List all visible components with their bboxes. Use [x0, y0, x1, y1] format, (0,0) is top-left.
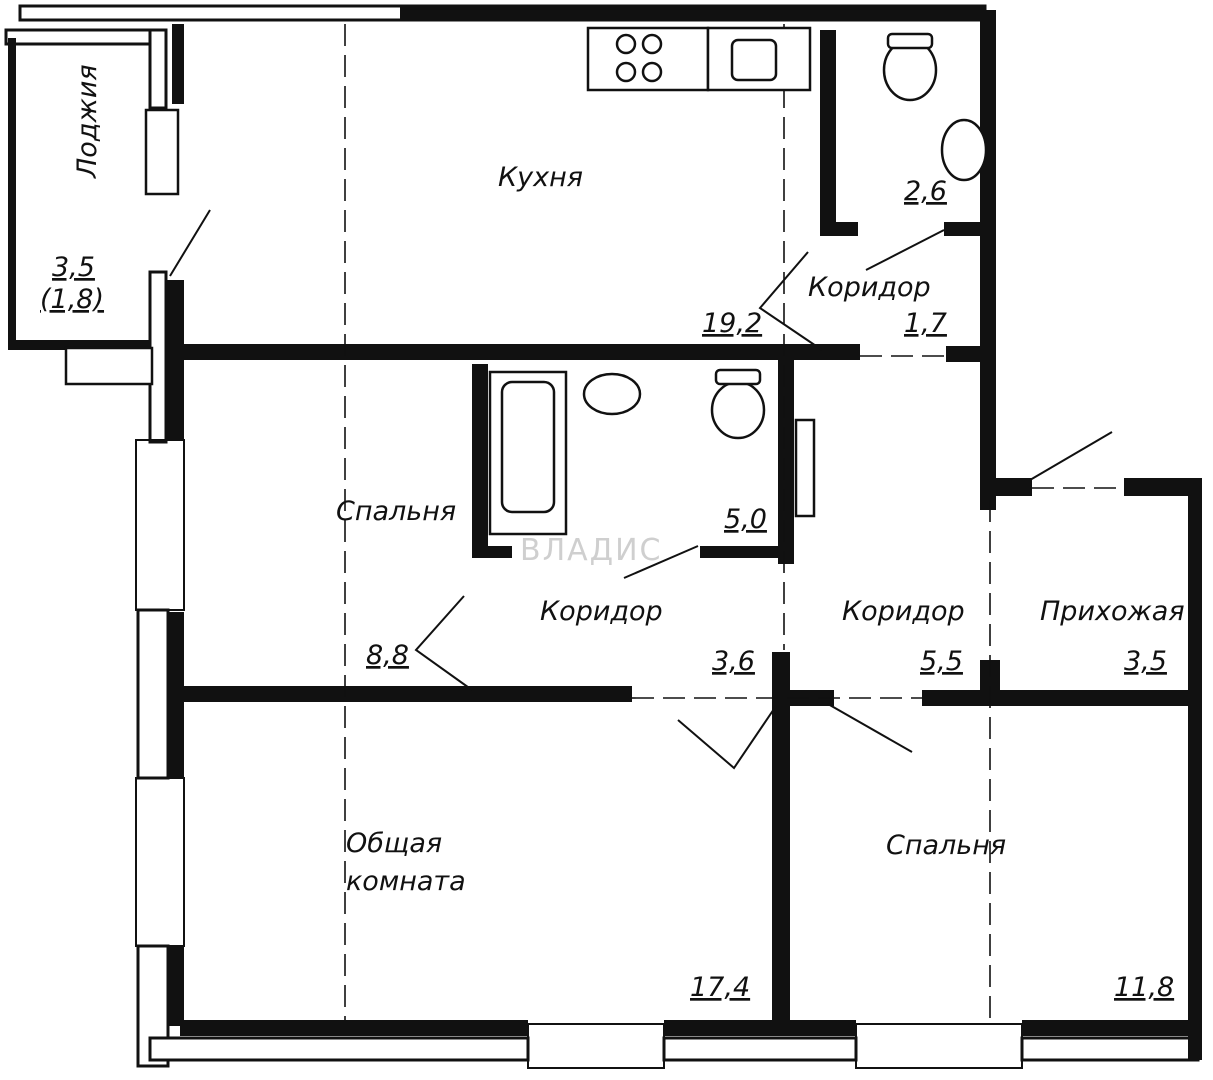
burner-icon [615, 61, 637, 83]
left-wall-segment-mid-inner [168, 612, 184, 778]
kitchen-name: Кухня [498, 162, 583, 193]
door-living [677, 705, 777, 770]
door-bedroom2 [827, 703, 913, 753]
door-entry [1029, 431, 1113, 481]
bathroom-area: 5,0 [724, 504, 767, 535]
bath-toilet-icon [710, 380, 766, 440]
door-bathroom [623, 545, 699, 579]
bedroom1-area: 8,8 [366, 640, 409, 671]
living-area: 17,4 [690, 972, 750, 1003]
burner-icon [615, 33, 637, 55]
kitchen-bottom-wall [184, 344, 860, 360]
loggia-top-wall [4, 28, 168, 46]
bedroom1-name: Спальня [336, 496, 456, 527]
bottom-wall-right-inner [1022, 1020, 1198, 1036]
bottom-window-right [855, 1023, 1023, 1069]
wc-bottom-wall-left [820, 222, 858, 236]
right-lower-exterior-wall [1188, 486, 1202, 1060]
living-top-wall [184, 686, 632, 702]
kitchen-left-wall-bottom [166, 280, 184, 440]
bedroom2-top-wall [922, 690, 1190, 706]
bedroom2-stub [980, 660, 1000, 704]
corridor1-area: 1,7 [904, 308, 947, 339]
bottom-wall-left-inner [180, 1020, 528, 1036]
kitchen-area: 19,2 [702, 308, 762, 339]
bottom-wall-right [1020, 1036, 1200, 1062]
loggia-pillar-top [148, 28, 168, 110]
wc-washbasin-icon [940, 118, 988, 182]
door-swings [169, 209, 1113, 770]
zone-boundaries [344, 24, 1124, 1024]
door-wc [865, 229, 945, 271]
corridor3-area: 5,5 [920, 646, 963, 677]
kitchen-left-wall-top [172, 24, 184, 104]
bathroom-right-wall [778, 350, 794, 564]
bathroom-bottom-wall-right [700, 546, 780, 558]
hallway-area: 3,5 [1124, 646, 1167, 677]
watermark-text: ВЛАДИС [520, 533, 663, 568]
loggia-step [64, 346, 154, 386]
bedroom2-area: 11,8 [1114, 972, 1174, 1003]
loggia-name: Лоджия [72, 64, 103, 179]
bath-toilet-tank [714, 368, 762, 386]
left-window-lower [135, 777, 185, 947]
bedroom2-left-wall [772, 652, 790, 1024]
sink-bowl [730, 38, 778, 82]
door-kitchen [758, 251, 823, 351]
hallway-name: Прихожая [1040, 596, 1185, 627]
wc-area: 2,6 [904, 176, 947, 207]
bottom-window-left [527, 1023, 665, 1069]
living-name-line2: комната [346, 866, 466, 897]
bathroom-left-wall [472, 364, 488, 556]
burner-icon [641, 61, 663, 83]
left-wall-bottom-inner [168, 946, 184, 1026]
right-upper-exterior-wall [980, 10, 996, 510]
loggia-area-reduced: (1,8) [40, 284, 104, 315]
loggia-area: 3,5 [52, 252, 95, 283]
left-wall-segment-mid [136, 608, 170, 780]
bath-washbasin-icon [582, 372, 642, 416]
bathtub-inner [500, 380, 556, 514]
corridor2-name: Коридор [540, 596, 663, 627]
balcony-door [144, 108, 180, 196]
top-wall-solid [400, 6, 985, 20]
wc-toilet-tank [886, 32, 934, 50]
wc-left-wall [820, 30, 836, 236]
bottom-wall-mid-inner [664, 1020, 856, 1036]
door-loggia [169, 209, 211, 277]
left-window-upper [135, 439, 185, 611]
corridor1-name: Коридор [808, 272, 931, 303]
living-name-line1: Общая [346, 828, 442, 859]
bathroom-bottom-wall-left [472, 546, 512, 558]
fixtures [488, 26, 988, 536]
bottom-wall-mid [662, 1036, 858, 1062]
corridor2-area: 3,6 [712, 646, 755, 677]
room-labels: Лоджия 3,5 (1,8) Кухня 19,2 2,6 Коридор … [40, 64, 1185, 1003]
loggia-bottom-wall [8, 340, 158, 350]
corridor-stub-wall [946, 346, 982, 362]
bottom-wall-left [148, 1036, 530, 1062]
door-bedroom1 [414, 595, 473, 691]
wc-bottom-wall-right [944, 222, 984, 236]
entry-wall-right [1124, 478, 1202, 496]
burner-icon [641, 33, 663, 55]
loggia-left-wall [8, 38, 16, 348]
entry-wall-left [988, 478, 1032, 496]
shaft [794, 418, 816, 518]
bedroom2-name: Спальня [886, 830, 1006, 861]
corridor3-name: Коридор [842, 596, 965, 627]
